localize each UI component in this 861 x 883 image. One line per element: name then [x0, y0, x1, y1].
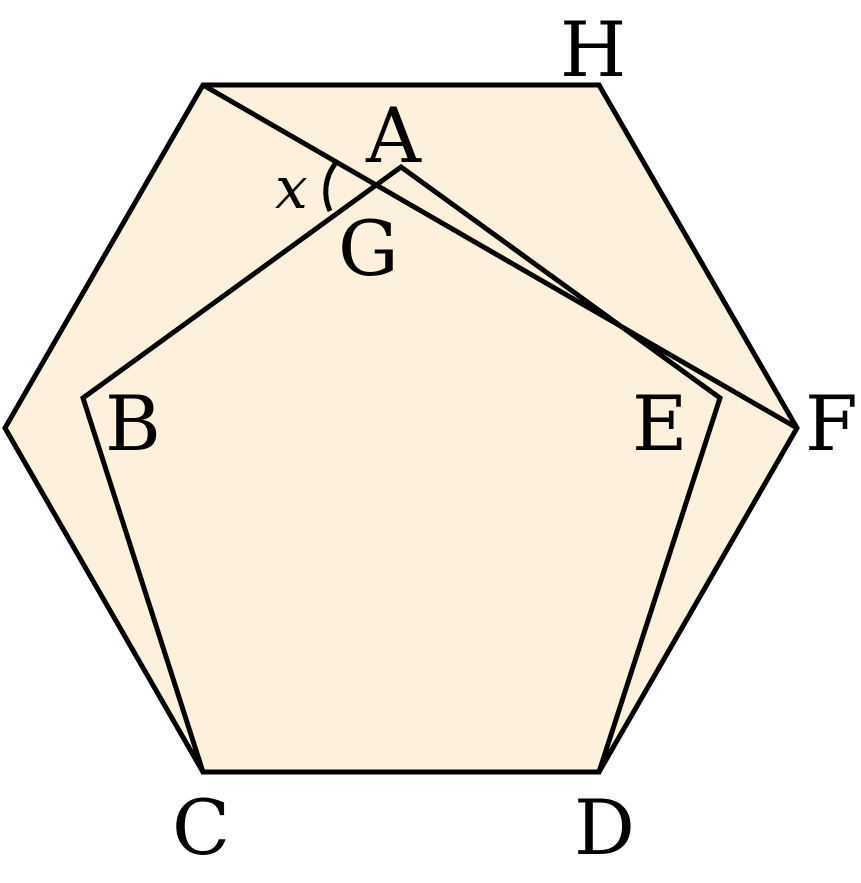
- vertex-label-g: G: [338, 204, 399, 293]
- vertex-label-f: F: [805, 379, 858, 468]
- angle-label-x: x: [275, 154, 308, 222]
- vertex-label-h: H: [560, 5, 626, 94]
- angle-arc: [323, 162, 338, 213]
- vertex-label-c: C: [172, 783, 230, 872]
- vertex-label-d: D: [574, 783, 635, 872]
- diagonal-line: [201, 82, 799, 431]
- vertex-label-e: E: [632, 379, 687, 468]
- vertex-label-a: A: [365, 91, 422, 180]
- vertex-label-b: B: [105, 379, 161, 468]
- pentagon: [80, 163, 723, 775]
